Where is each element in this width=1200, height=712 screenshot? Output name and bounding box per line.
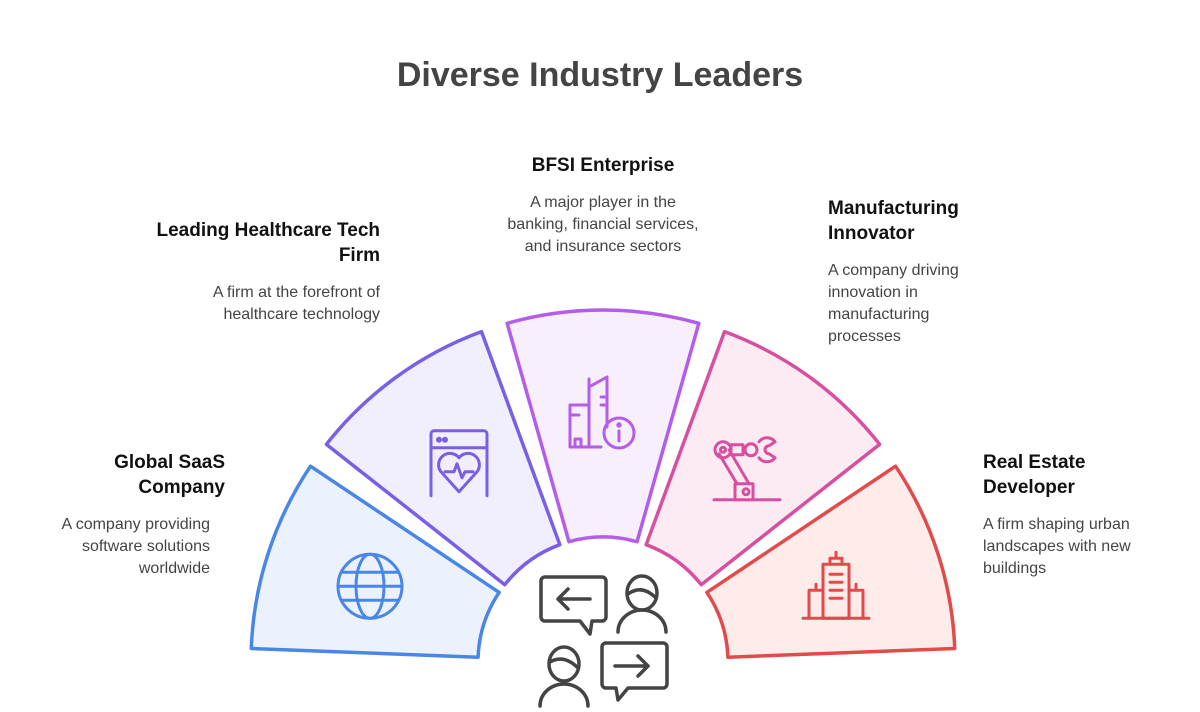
robot-arm-icon <box>712 436 782 502</box>
segment-1 <box>324 329 562 587</box>
heading: Global SaaS Company <box>114 452 225 498</box>
segment-2 <box>505 308 701 544</box>
segment-0 <box>249 464 501 659</box>
description: A firm at the forefront of healthcare te… <box>212 284 380 323</box>
description: A firm shaping urban landscapes with new… <box>983 516 1131 577</box>
heading: Real Estate Developer <box>983 452 1086 498</box>
segment-3 <box>644 329 882 587</box>
label-global-saas: Global SaaS Company A company providing … <box>0 450 225 580</box>
description: A company driving innovation in manufact… <box>828 262 959 345</box>
globe-icon <box>336 552 404 620</box>
description: A company providing software solutions w… <box>61 516 210 577</box>
heading: BFSI Enterprise <box>531 155 675 176</box>
page-title: Diverse Industry Leaders <box>396 56 804 94</box>
heading: Leading Healthcare Tech Firm <box>156 220 381 266</box>
label-real-estate: Real Estate Developer A firm shaping urb… <box>983 450 1200 580</box>
city-building-icon <box>801 550 871 620</box>
heart-monitor-icon <box>429 429 489 498</box>
bank-building-info-icon <box>568 375 636 450</box>
heading: Manufacturing Innovator <box>828 198 959 244</box>
label-bfsi: BFSI Enterprise A major player in the ba… <box>483 153 723 258</box>
people-conversation-icon <box>538 574 669 708</box>
label-manufacturing: Manufacturing Innovator A company drivin… <box>828 196 1068 348</box>
description: A major player in the banking, financial… <box>507 194 699 255</box>
label-healthcare: Leading Healthcare Tech Firm A firm at t… <box>140 218 381 326</box>
